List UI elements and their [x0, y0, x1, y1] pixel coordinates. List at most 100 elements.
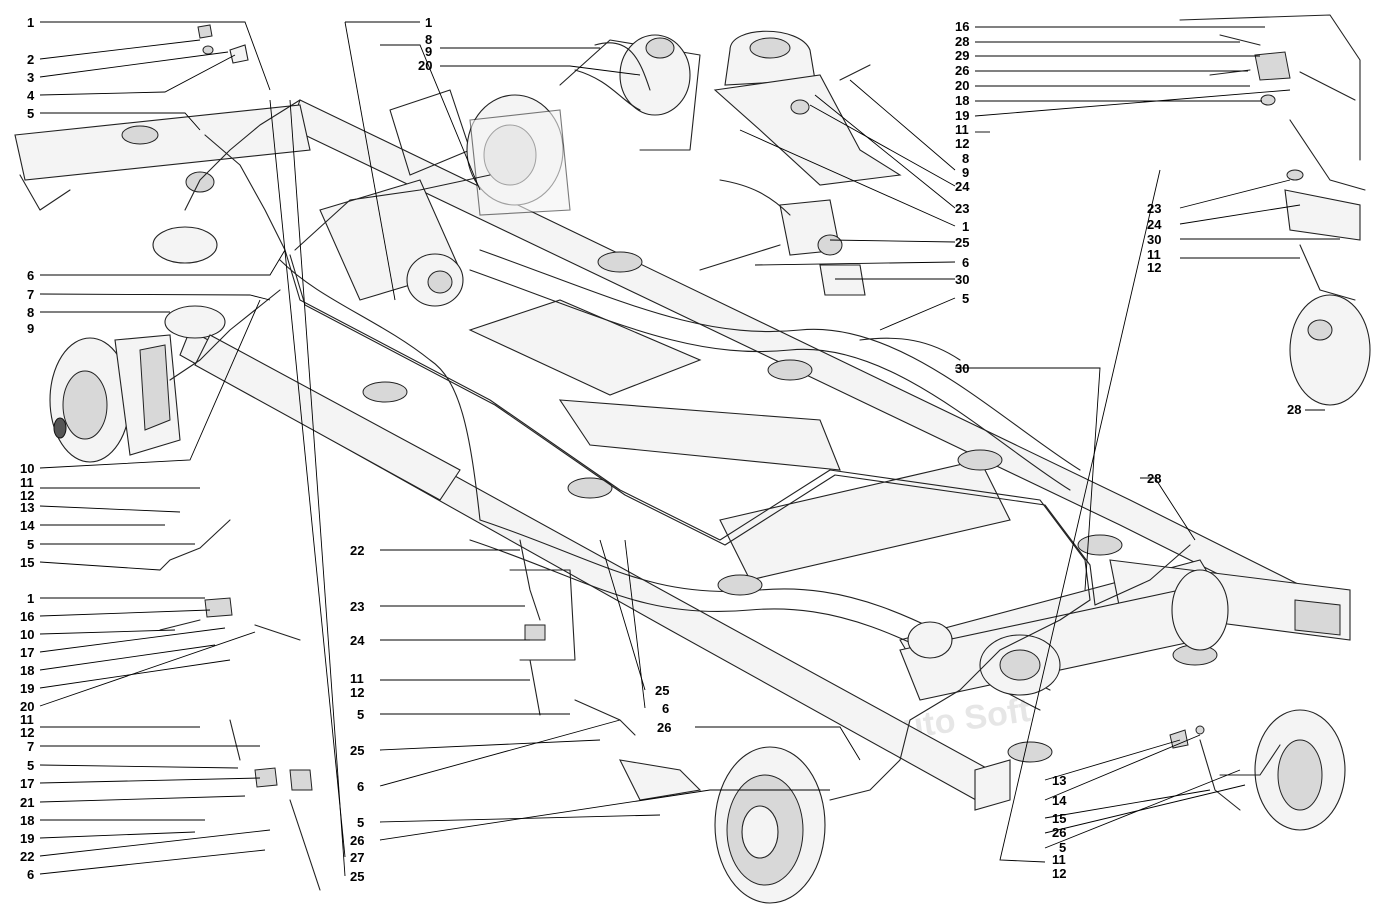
callout-4: 4 — [27, 88, 35, 103]
callout-2: 2 — [27, 52, 34, 67]
callout-5b: 5 — [27, 537, 34, 552]
callout-cr-30: 30 — [955, 272, 969, 287]
callout-tr-20: 20 — [955, 78, 969, 93]
leader-lines — [39, 21, 1340, 877]
callout-12: 12 — [20, 488, 34, 503]
callout-11b: 11 — [20, 712, 34, 727]
callout-cr-11: 11 — [1147, 247, 1161, 262]
callout-cr-30c: 30 — [1147, 232, 1161, 247]
callout-22: 22 — [20, 849, 34, 864]
callout-bc-6b: 6 — [662, 701, 669, 716]
callout-tc-20: 20 — [418, 58, 432, 73]
brake-lines — [169, 99, 1191, 801]
callout-cr-8: 8 — [962, 151, 969, 166]
callout-cr-25: 25 — [955, 235, 969, 250]
callout-cr-12: 12 — [1147, 260, 1161, 275]
callout-tc-9: 9 — [425, 44, 432, 59]
callout-6: 6 — [27, 268, 34, 283]
callout-cr-30b: 30 — [955, 361, 969, 376]
callout-bc-24: 24 — [350, 633, 365, 648]
left-small-parts — [159, 24, 321, 891]
bottom-right-small-parts — [1169, 725, 1281, 811]
callout-bc-5b: 5 — [357, 815, 364, 830]
callout-19: 19 — [20, 681, 34, 696]
brake-booster — [466, 94, 571, 216]
callout-br-13: 13 — [1052, 773, 1066, 788]
callout-19b: 19 — [20, 831, 34, 846]
callout-8: 8 — [27, 305, 34, 320]
callout-14: 14 — [20, 518, 35, 533]
callout-bc-5: 5 — [357, 707, 364, 722]
callout-10: 10 — [20, 461, 34, 476]
callout-cr-23: 23 — [955, 201, 969, 216]
callout-tr-11: 11 — [955, 122, 969, 137]
callout-cr-6: 6 — [962, 255, 969, 270]
callout-cr-9: 9 — [962, 165, 969, 180]
brake-tee-inset — [1179, 14, 1361, 161]
callout-bc-25b: 25 — [655, 683, 669, 698]
callout-21: 21 — [20, 795, 34, 810]
master-cylinder-inset — [559, 34, 701, 151]
callout-bc-11: 11 — [350, 671, 364, 686]
callout-13: 13 — [20, 500, 34, 515]
callout-12b: 12 — [20, 725, 34, 740]
callout-18: 18 — [20, 663, 34, 678]
callout-bc-26: 26 — [657, 720, 671, 735]
pressure-regulator-inset — [699, 179, 961, 361]
rear-hose-bracket-inset — [1284, 119, 1371, 406]
callout-11: 11 — [20, 475, 34, 490]
callout-tr-19: 19 — [955, 108, 969, 123]
callout-tc-8: 8 — [425, 32, 432, 47]
front-differential — [319, 89, 471, 307]
callout-labels: 1 2 3 4 5 6 7 8 9 10 11 12 13 14 5 15 1 … — [20, 15, 1301, 884]
callout-cr-23b: 23 — [1147, 201, 1161, 216]
rear-brake-drum — [714, 746, 826, 904]
callout-5: 5 — [27, 106, 34, 121]
callout-bc-25: 25 — [350, 743, 364, 758]
callout-br-15: 15 — [1052, 811, 1066, 826]
rear-bump-inset — [713, 30, 902, 186]
callout-5c: 5 — [27, 758, 34, 773]
callout-cr-24: 24 — [955, 179, 970, 194]
callout-20: 20 — [20, 699, 34, 714]
callout-cr-1: 1 — [962, 219, 969, 234]
callout-br-11: 11 — [1052, 852, 1066, 867]
callout-tr-16: 16 — [955, 19, 969, 34]
front-suspension — [14, 104, 461, 501]
callout-1: 1 — [27, 15, 34, 30]
callout-bc-25c: 25 — [350, 869, 364, 884]
callout-bc-26b: 26 — [350, 833, 364, 848]
callout-br-12: 12 — [1052, 866, 1066, 881]
callout-16: 16 — [20, 609, 34, 624]
callout-17b: 17 — [20, 776, 34, 791]
callout-tr-26: 26 — [955, 63, 969, 78]
callout-tr-12: 12 — [955, 136, 969, 151]
callout-tr-28: 28 — [955, 34, 969, 49]
callout-bc-12: 12 — [350, 685, 364, 700]
callout-7: 7 — [27, 287, 34, 302]
callout-9: 9 — [27, 321, 34, 336]
rear-axle — [899, 569, 1229, 701]
callout-3: 3 — [27, 70, 34, 85]
callout-15: 15 — [20, 555, 34, 570]
callout-br-14: 14 — [1052, 793, 1067, 808]
callout-bc-23: 23 — [350, 599, 364, 614]
callout-cr-5: 5 — [962, 291, 969, 306]
callout-cr-24b: 24 — [1147, 217, 1162, 232]
callout-bc-6: 6 — [357, 779, 364, 794]
callout-10b: 10 — [20, 627, 34, 642]
callout-6b: 6 — [27, 867, 34, 882]
callout-18b: 18 — [20, 813, 34, 828]
callout-tr-18: 18 — [955, 93, 969, 108]
rear-drum-inset — [1254, 709, 1346, 831]
callout-7b: 7 — [27, 739, 34, 754]
callout-bc-27: 27 — [350, 850, 364, 865]
callout-cr-28: 28 — [1287, 402, 1301, 417]
callout-br-5: 5 — [1059, 840, 1066, 855]
callout-1b: 1 — [27, 591, 34, 606]
callout-br-26: 26 — [1052, 825, 1066, 840]
bottom-center-inset — [509, 539, 702, 801]
callout-17: 17 — [20, 645, 34, 660]
callout-br-28: 28 — [1147, 471, 1161, 486]
